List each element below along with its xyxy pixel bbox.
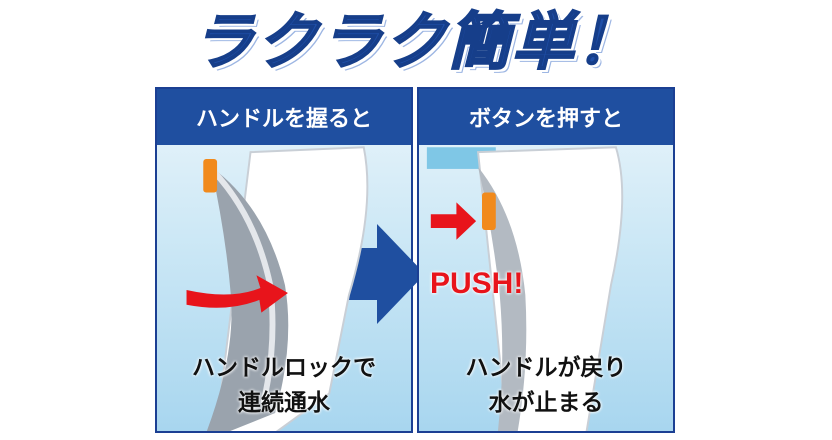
release-button-orange <box>482 192 496 230</box>
panel-header-push: ボタンを押すと <box>419 89 673 145</box>
handle-grip-illustration <box>186 146 369 431</box>
next-step-arrow-icon <box>341 224 425 324</box>
red-arrow <box>430 202 477 240</box>
page-title: ラクラク簡単！ <box>191 4 640 79</box>
push-label: PUSH! <box>430 267 524 300</box>
step-panel-push: ボタンを押すと ハンドルが戻り 水が止まる <box>417 87 675 433</box>
handle-grip <box>478 166 527 431</box>
caption-grip-line1: ハンドルロックで <box>192 355 376 381</box>
caption-grip-line2: 連続通水 <box>238 390 330 416</box>
panel-header-grip: ハンドルを握ると <box>157 89 411 145</box>
lock-button-orange <box>203 159 218 193</box>
caption-grip: ハンドルロックで 連続通水 <box>157 351 411 421</box>
step-panel-grip: ハンドルを握ると ハンドルロックで 連続通水 <box>155 87 413 433</box>
caption-push-line2: 水が止まる <box>488 390 604 416</box>
caption-push-line1: ハンドルが戻り <box>465 355 627 381</box>
red-arrow <box>186 275 288 313</box>
button-push-illustration <box>426 146 624 431</box>
caption-push: ハンドルが戻り 水が止まる <box>419 351 673 421</box>
